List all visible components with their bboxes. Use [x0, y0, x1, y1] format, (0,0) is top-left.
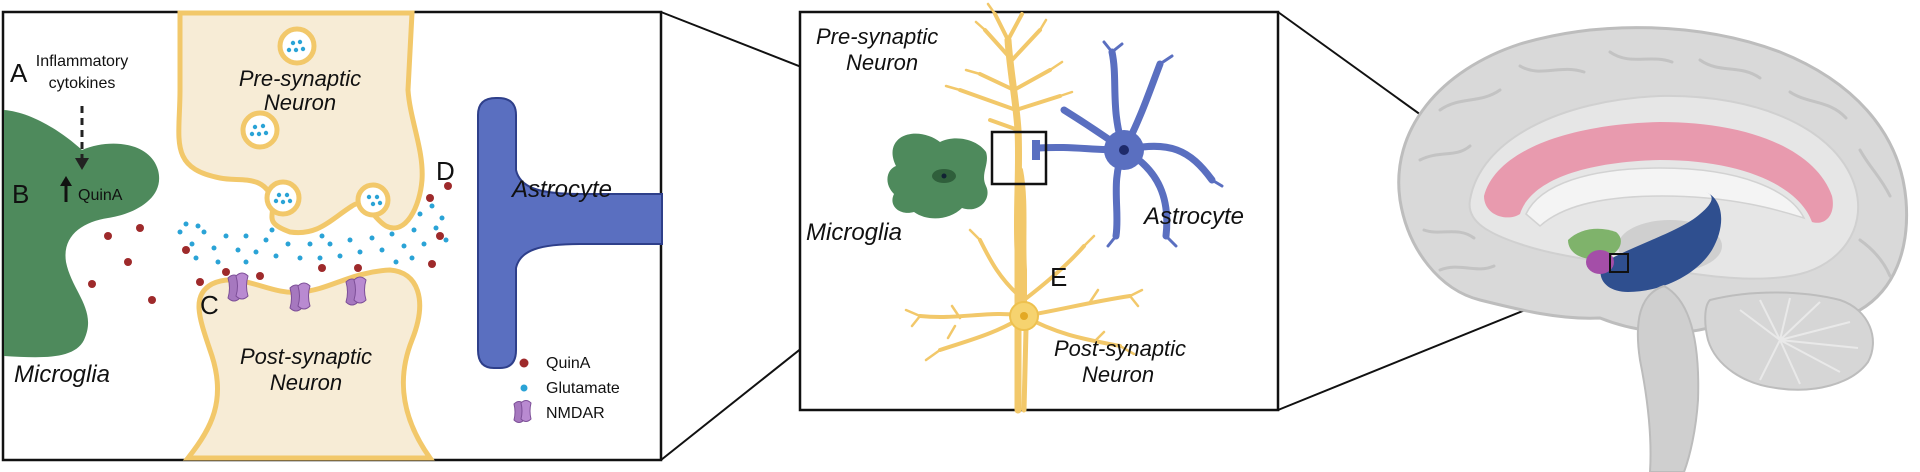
- label-postsynaptic-middle-2: Neuron: [1082, 362, 1154, 387]
- nmdar-receptor: [227, 272, 249, 302]
- synaptic-vesicle: [240, 110, 280, 150]
- cell-overview-panel: Pre-synaptic Neuron Microglia Astrocyte …: [798, 2, 1280, 414]
- legend-glutamate-swatch: [520, 384, 528, 392]
- label-postsynaptic-1: Post-synaptic: [240, 344, 372, 369]
- brainstem: [1636, 284, 1700, 472]
- legend-nmdar-label: NMDAR: [546, 405, 605, 422]
- label-inflammatory-1: Inflammatory: [36, 53, 128, 70]
- label-d: D: [436, 156, 455, 186]
- zoom-inset-box: [990, 130, 1048, 186]
- synaptic-vesicle: [355, 182, 391, 218]
- astrocyte-process: [477, 97, 663, 369]
- astrocyte-endfoot-middle: [1032, 140, 1040, 160]
- microglia-nucleolus-middle: [941, 173, 947, 179]
- synaptic-vesicle: [264, 179, 302, 217]
- legend-quina-label: QuinA: [546, 355, 591, 372]
- synapse-panel: A Inflammatory cytokines B QuinA Pre-syn…: [1, 10, 663, 462]
- label-presynaptic-1: Pre-synaptic: [239, 66, 361, 91]
- legend-quina-swatch: [519, 358, 529, 368]
- hippocampus: [1600, 192, 1722, 292]
- presynaptic-terminal: [176, 10, 425, 236]
- astrocyte-nucleus-middle: [1119, 145, 1129, 155]
- corpus-callosum: [1525, 167, 1806, 227]
- label-microglia-left: Microglia: [14, 361, 110, 388]
- label-astrocyte-middle: Astrocyte: [1142, 203, 1244, 230]
- nmdar-receptor: [345, 276, 367, 306]
- glutamate-molecules: [177, 203, 449, 265]
- label-c: C: [200, 290, 219, 320]
- postsynaptic-nucleus: [1020, 312, 1028, 320]
- postsynaptic-neuron-cell: [904, 167, 1144, 413]
- label-presynaptic-middle-1: Pre-synaptic: [816, 24, 938, 49]
- legend-nmdar-swatch: [513, 400, 532, 423]
- increase-arrowhead: [60, 176, 72, 186]
- basal-forebrain: [1568, 228, 1621, 260]
- label-presynaptic-2: Neuron: [264, 90, 336, 115]
- label-microglia-middle: Microglia: [806, 219, 902, 246]
- label-e: E: [1050, 262, 1067, 292]
- cerebellum-folia: [1739, 297, 1859, 385]
- cytokine-arrowhead: [75, 158, 89, 170]
- legend-glutamate-label: Glutamate: [546, 380, 620, 397]
- cingulate-gyrus: [1484, 122, 1833, 223]
- brain-sagittal-illustration: [1397, 26, 1909, 472]
- synaptic-vesicle: [277, 26, 317, 66]
- nmdar-receptor: [289, 282, 311, 312]
- microglia-cell-left: [4, 110, 160, 358]
- label-astrocyte-left: Astrocyte: [510, 176, 612, 203]
- astrocyte-cell-middle: [1034, 40, 1224, 248]
- label-inflammatory-2: cytokines: [49, 75, 116, 92]
- label-quina-increase: QuinA: [78, 187, 123, 204]
- gyri: [1418, 50, 1892, 278]
- amygdala: [1586, 250, 1614, 274]
- quina-molecules: [88, 182, 452, 304]
- brain-zoom-box: [1609, 253, 1629, 273]
- label-b: B: [12, 179, 29, 209]
- presynaptic-neuron-cell: [944, 2, 1074, 414]
- label-presynaptic-middle-2: Neuron: [846, 50, 918, 75]
- legend: QuinA Glutamate NMDAR: [513, 355, 620, 423]
- label-postsynaptic-middle-1: Post-synaptic: [1054, 336, 1186, 361]
- label-postsynaptic-2: Neuron: [270, 370, 342, 395]
- label-a: A: [10, 58, 28, 88]
